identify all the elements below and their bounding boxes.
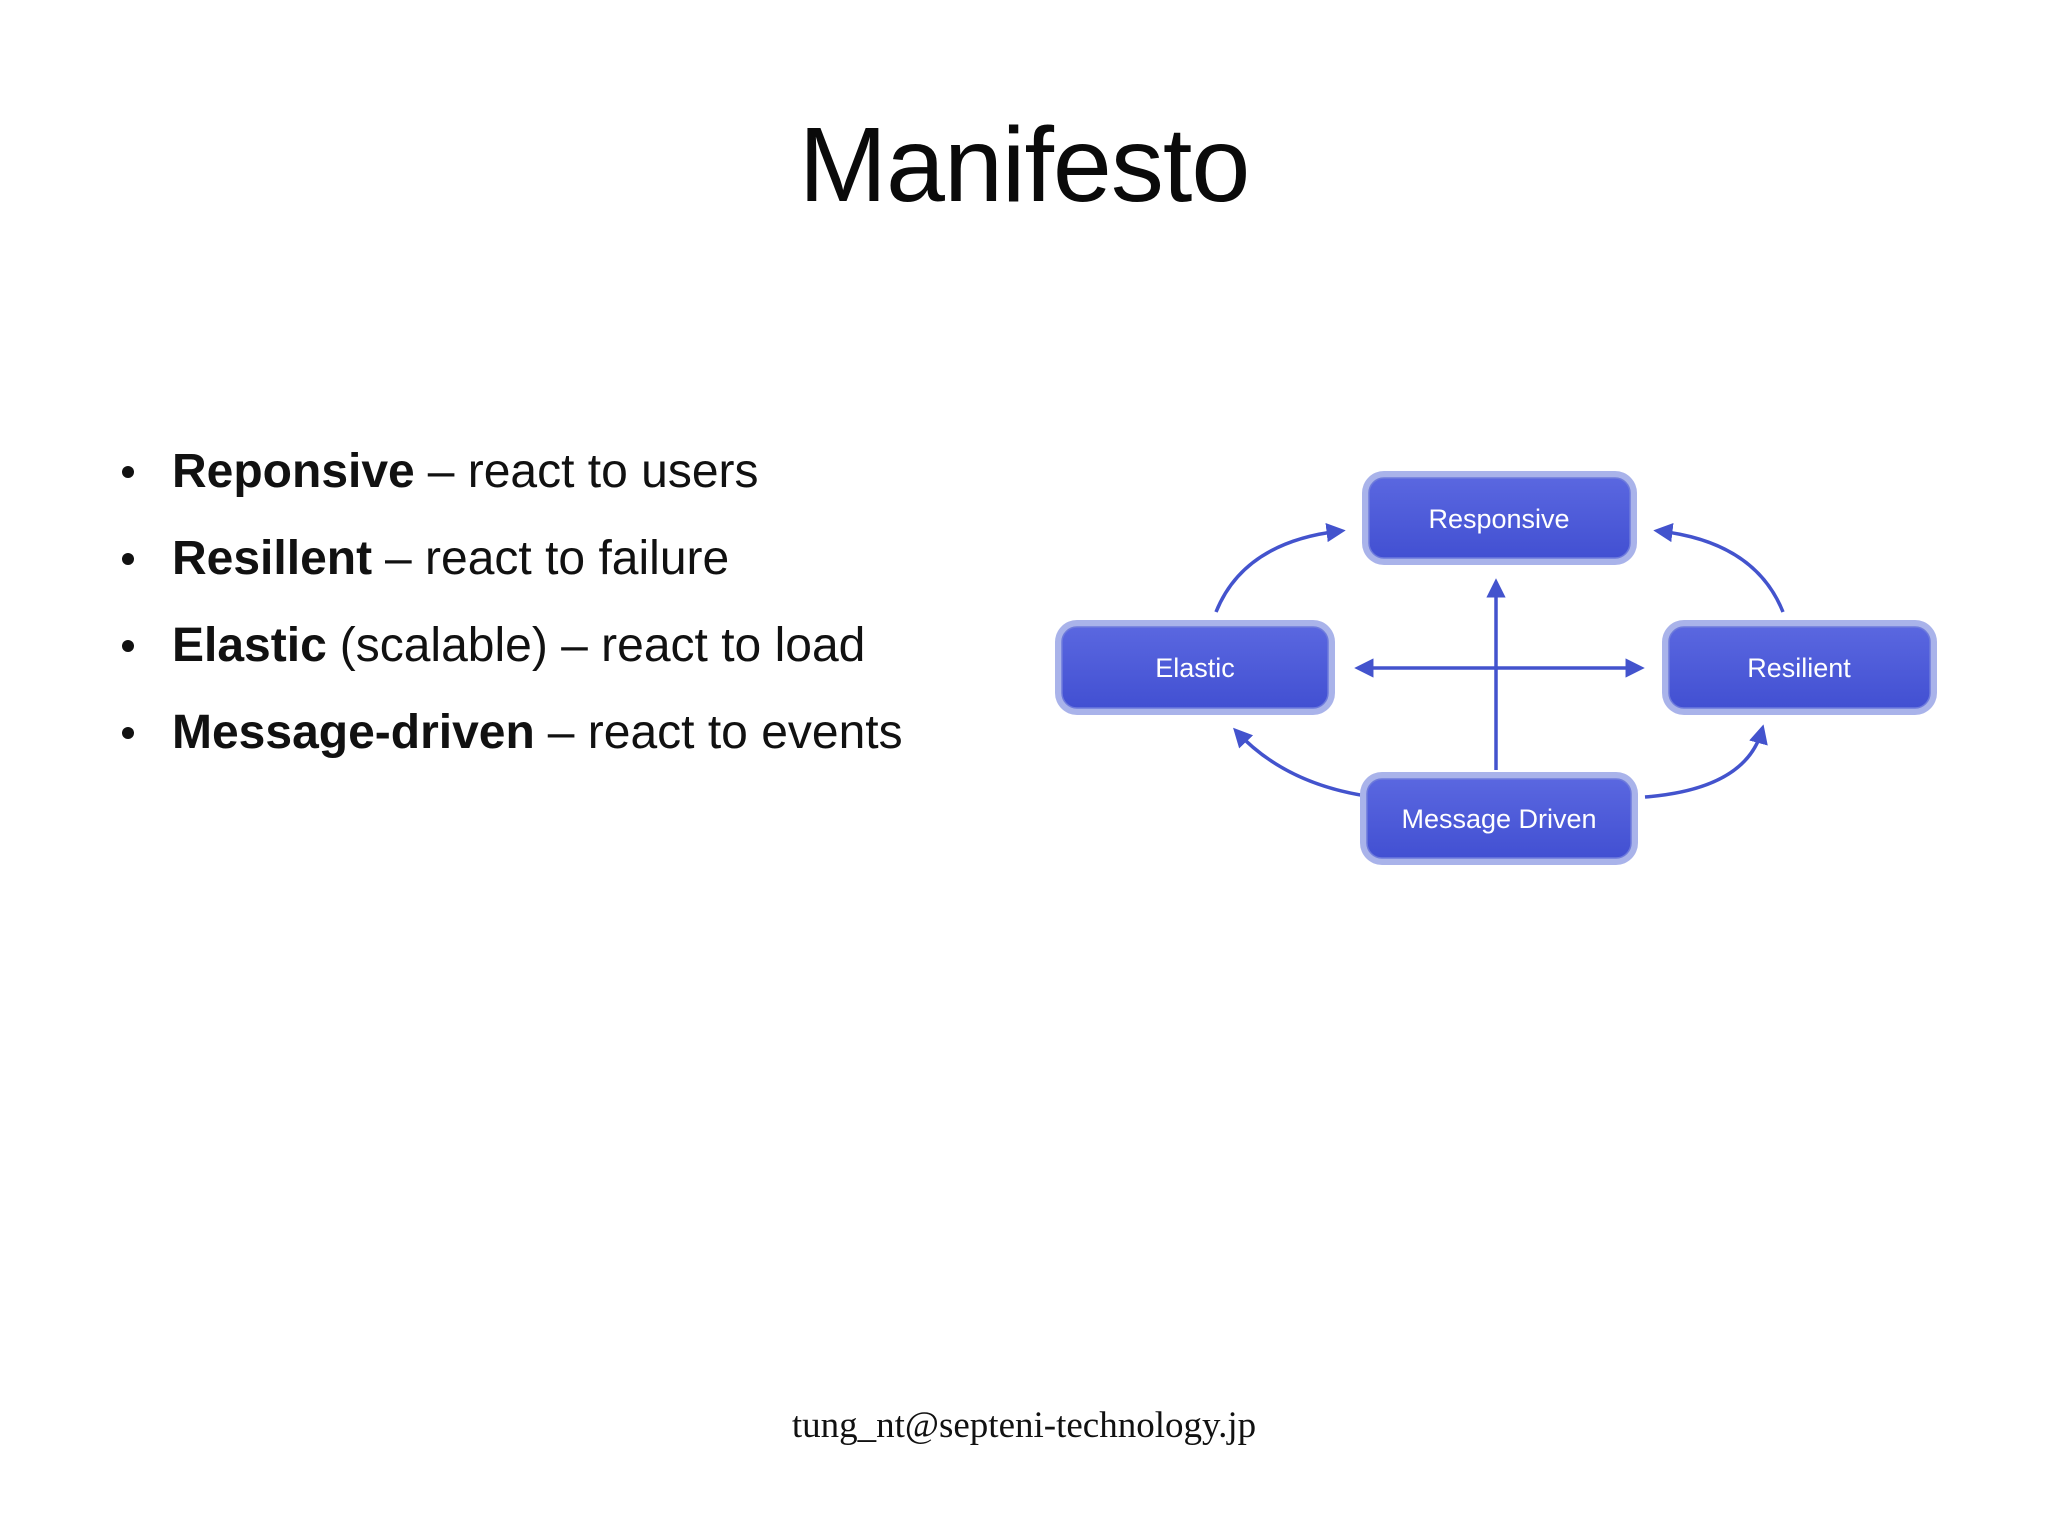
footer-email: tung_nt@septeni-technology.jp — [791, 1405, 1257, 1446]
bullet-text: – react to failure — [385, 532, 730, 585]
bullet-dot-icon — [122, 726, 134, 739]
bullet-text: – react to users — [427, 445, 759, 498]
node-elastic: Elastic — [1055, 620, 1335, 715]
bullet-item: Elastic (scalable) – react to load — [122, 602, 903, 689]
bullet-item: Reponsive – react to users — [122, 428, 903, 515]
bullet-list: Reponsive – react to users Resillent – r… — [122, 428, 903, 776]
arc-message-to-resilient — [1644, 724, 1768, 799]
slide-title: Manifesto — [798, 106, 1251, 224]
node-label: Resilient — [1747, 653, 1851, 683]
bullet-dot-icon — [122, 465, 134, 478]
bullet-text: (scalable) – react to load — [339, 619, 866, 672]
bullet-dot-icon — [122, 639, 134, 652]
node-message-driven: Message Driven — [1360, 772, 1638, 865]
bullet-term: Resillent — [172, 532, 373, 585]
bullet-item: Resillent – react to failure — [122, 515, 903, 602]
arc-elastic-to-responsive — [1214, 522, 1346, 613]
node-responsive: Responsive — [1362, 471, 1637, 565]
arc-resilient-to-responsive — [1653, 522, 1785, 613]
bullet-dot-icon — [122, 552, 134, 565]
node-label: Message Driven — [1401, 804, 1596, 834]
node-resilient: Resilient — [1662, 620, 1937, 715]
bullet-item: Message-driven – react to events — [122, 689, 903, 776]
bullet-term: Message-driven — [172, 706, 535, 759]
bullet-term: Reponsive — [172, 445, 415, 498]
node-label: Responsive — [1428, 504, 1569, 534]
node-label: Elastic — [1155, 653, 1235, 683]
bullet-text: – react to events — [547, 706, 903, 759]
bullet-term: Elastic — [172, 619, 327, 672]
